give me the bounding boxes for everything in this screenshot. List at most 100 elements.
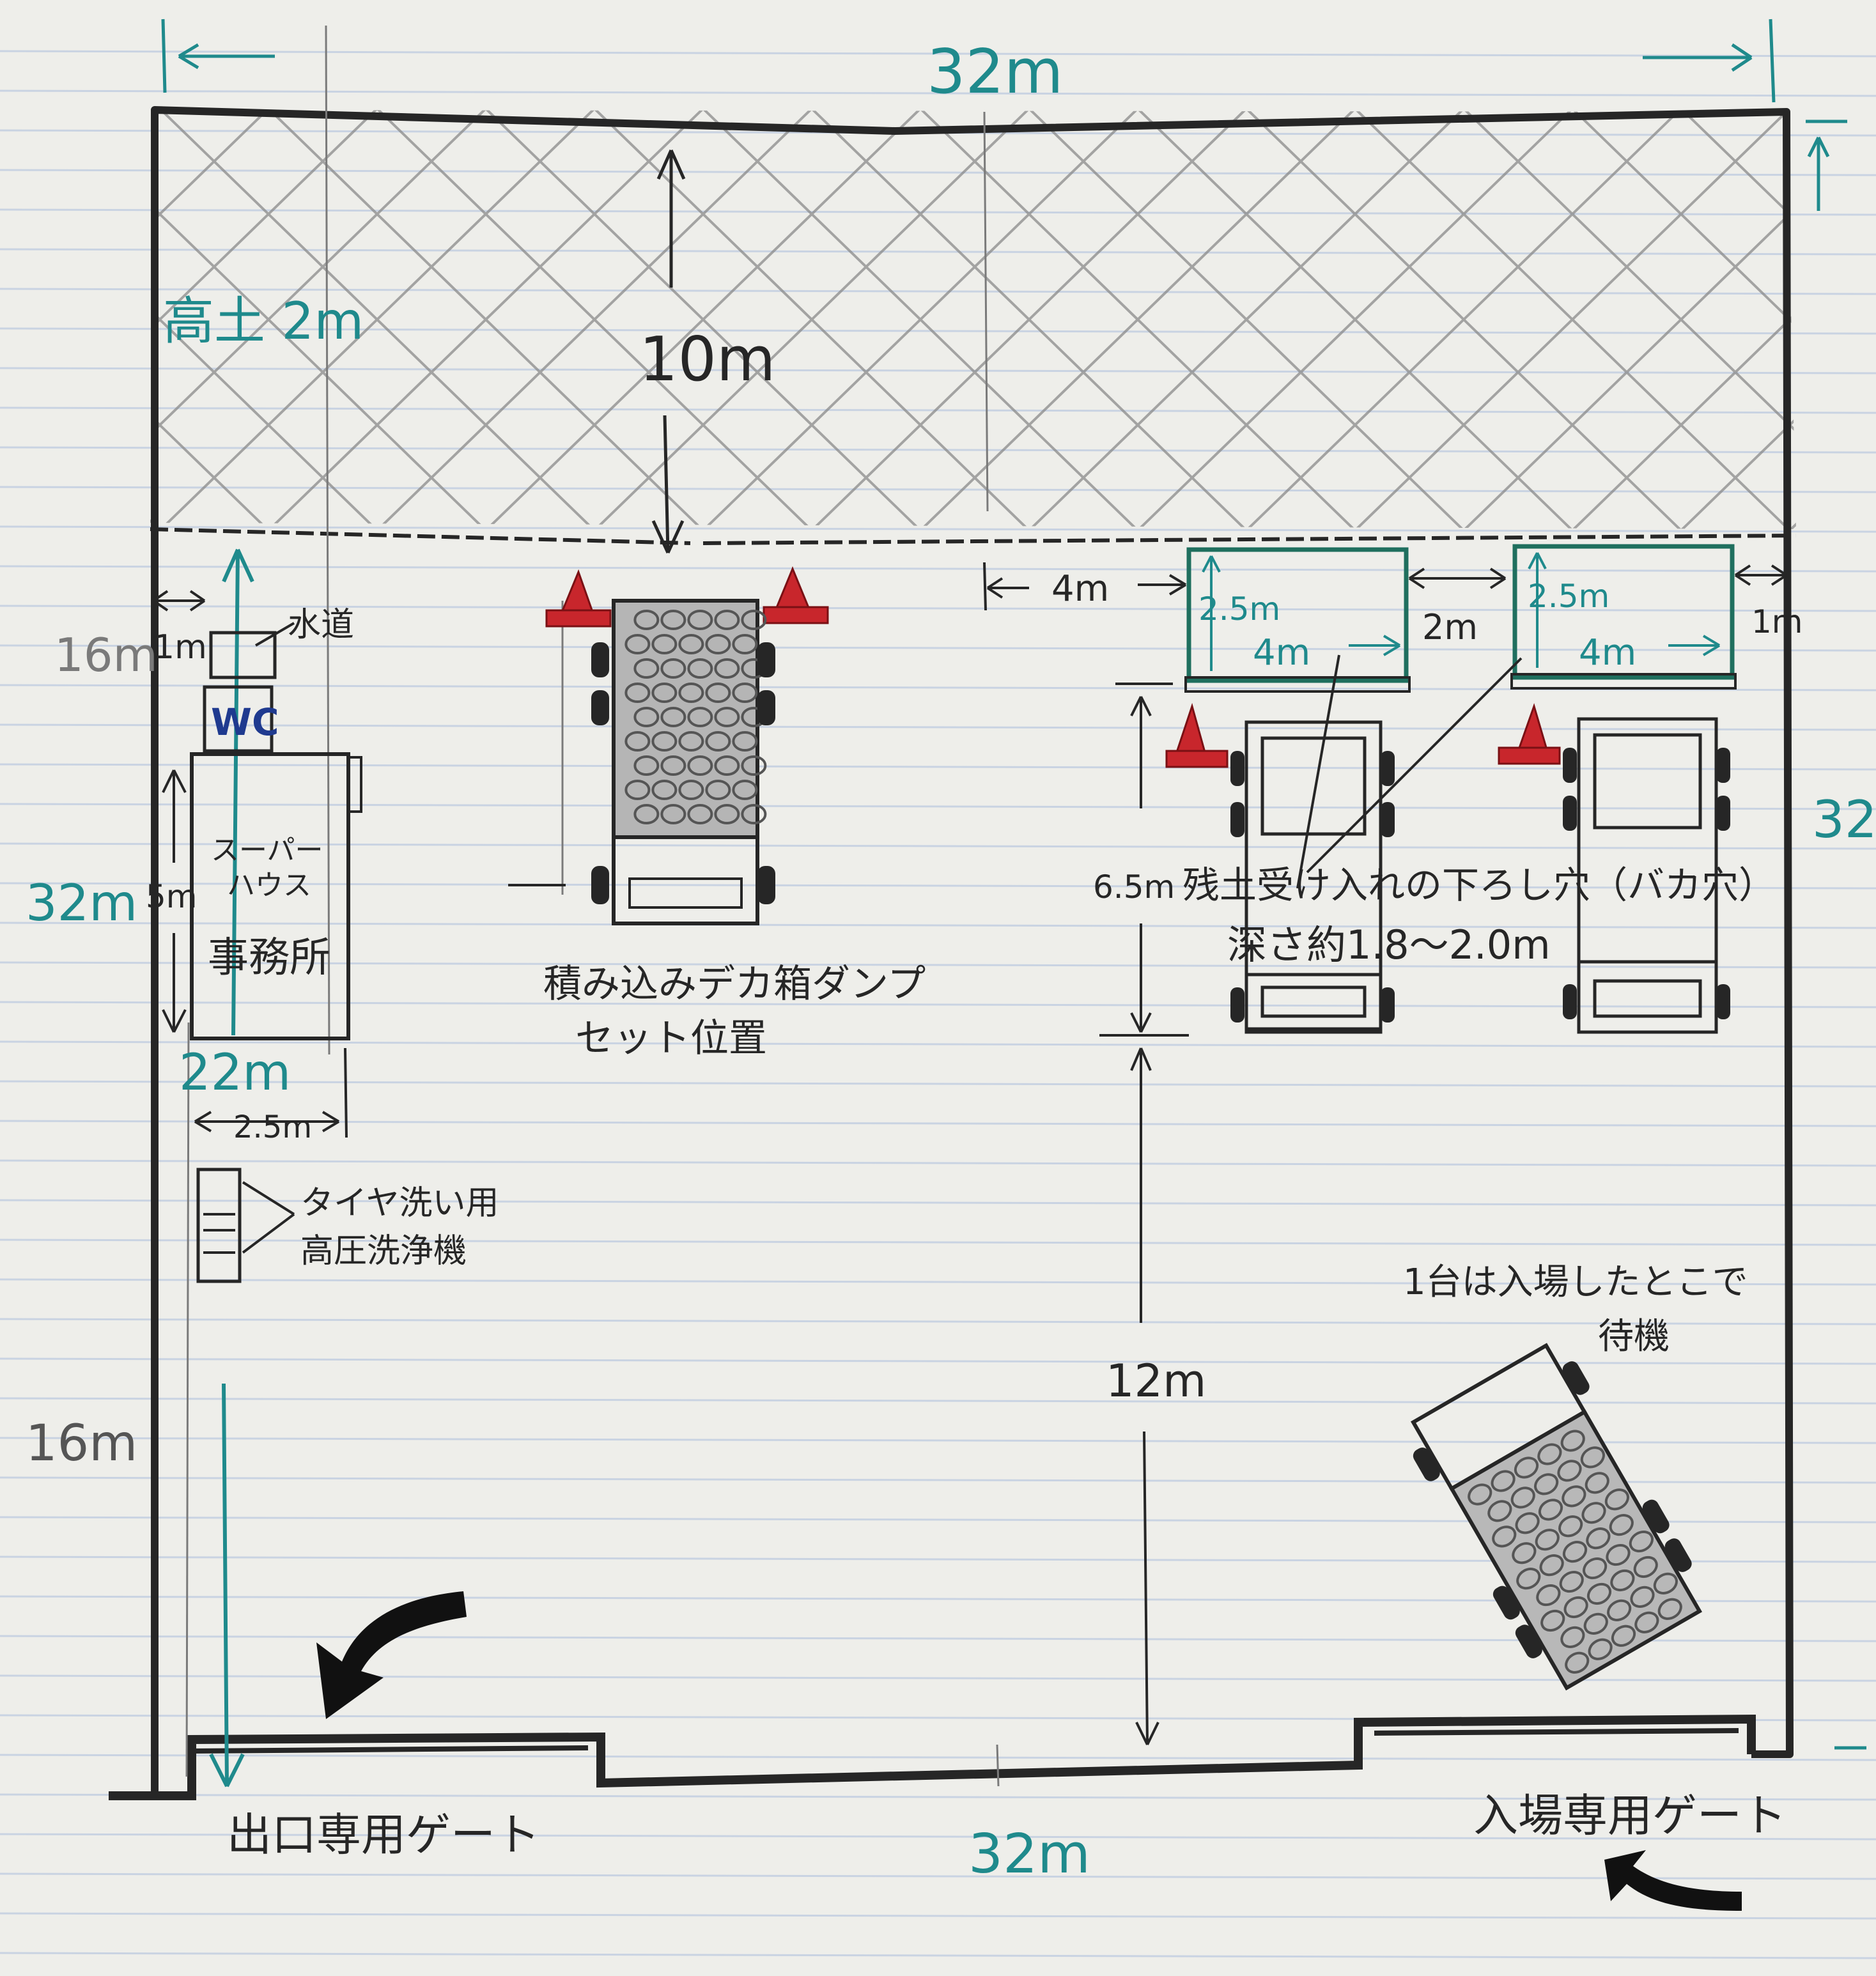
gravel-stone — [1610, 1569, 1635, 1592]
waiting-dump-truck — [1410, 1343, 1703, 1691]
hatch-line — [150, 110, 487, 529]
gravel-stone — [1560, 1430, 1585, 1452]
water-tap-pointer — [254, 622, 295, 647]
gravel-stone — [1583, 1612, 1608, 1635]
wc-box — [203, 685, 274, 753]
rule-line — [0, 446, 1876, 454]
pit-area-length-label: 6.5m — [1093, 868, 1175, 906]
bottom-wall — [109, 1714, 1756, 1800]
office-distance-label: 22m — [179, 1044, 291, 1102]
hatch-line — [267, 110, 704, 529]
rule-line — [0, 922, 1876, 929]
top-dimension-arrows — [161, 19, 1776, 103]
bottom-width-label: 32m — [968, 1823, 1090, 1886]
gravel-stone — [660, 804, 686, 824]
gravel-stone — [1491, 1470, 1516, 1492]
teal-vertical-arrow-lower — [209, 1383, 245, 1787]
gravel-stone — [633, 804, 660, 824]
pit-gap-arrows — [983, 562, 1788, 611]
gravel-stone — [1487, 1500, 1512, 1522]
dump-pit-1: 2.5m 4m — [1184, 547, 1411, 693]
rule-line — [0, 1159, 1876, 1167]
gravel-stone — [705, 683, 731, 703]
pit-area-length-arrow — [1099, 683, 1189, 1037]
gravel-stone — [1540, 1609, 1565, 1632]
gravel-stone — [660, 707, 686, 727]
gravel-stone — [660, 755, 686, 776]
embankment-height-label: 高土 2m — [163, 291, 364, 351]
rule-line — [0, 89, 1876, 97]
hatch-line — [1680, 110, 1796, 529]
gravel-stone — [633, 755, 660, 776]
hatch-line — [1028, 110, 1465, 529]
gravel-stone — [714, 658, 740, 679]
hatch-line — [1354, 110, 1791, 529]
gravel-stone — [732, 634, 758, 654]
pit-label-line2: 深さ約1.8～2.0m — [1227, 922, 1551, 968]
pit-callout-lines — [1296, 654, 1523, 889]
gravel-load — [624, 610, 767, 824]
hatch-line — [150, 110, 161, 529]
gravel-stone — [678, 731, 704, 752]
gravel-stone — [1611, 1625, 1636, 1647]
gravel-stone — [660, 610, 686, 630]
gravel-stone — [1588, 1638, 1613, 1660]
gravel-stone — [687, 804, 713, 824]
gravel-stone — [1512, 1542, 1537, 1564]
rule-line — [0, 486, 1876, 493]
gravel-stone — [633, 658, 660, 679]
gravel-stone — [1562, 1485, 1586, 1508]
washer-label-line1: タイヤ洗い用 — [300, 1184, 499, 1223]
gravel-stone — [705, 634, 731, 654]
hatch-line — [150, 110, 378, 529]
rule-line — [0, 367, 1876, 374]
rule-line — [0, 1318, 1876, 1325]
gravel-stone — [1583, 1557, 1608, 1580]
gravel-stone — [678, 780, 704, 800]
gravel-stone — [1634, 1611, 1659, 1633]
hatch-line — [159, 110, 596, 529]
gravel-stone — [1586, 1582, 1612, 1605]
entry-gate-label: 入場専用ゲート — [1473, 1789, 1787, 1842]
gravel-stone — [1657, 1598, 1682, 1620]
water-tap-box — [209, 631, 277, 679]
hatch-line — [1788, 110, 1796, 529]
washer-label-line2: 高圧洗浄機 — [300, 1232, 467, 1270]
rule-line — [0, 961, 1876, 969]
rule-line — [0, 1278, 1876, 1286]
pit-truck-2 — [1563, 717, 1730, 1034]
pit-1-depth: 2.5m — [1198, 590, 1280, 628]
gap-right-edge-label: 1m — [1751, 603, 1803, 640]
exit-gate — [191, 1745, 589, 1754]
rule-line — [0, 842, 1876, 850]
right-height-label: 32m — [1812, 790, 1876, 849]
office-door — [347, 756, 362, 813]
rule-line — [0, 605, 1876, 612]
gravel-stone — [624, 731, 651, 752]
gravel-stone — [732, 780, 758, 800]
gap-between-pits-label: 2m — [1422, 607, 1478, 647]
office-length-label: 5m — [146, 878, 198, 915]
gap-to-pit-label: 4m — [1051, 568, 1109, 610]
gravel-stone — [1516, 1568, 1541, 1590]
guide-lines — [185, 25, 1000, 1787]
gravel-stone — [651, 683, 678, 703]
gravel-stone — [1585, 1472, 1609, 1494]
left-lower-16m: 16m — [26, 1415, 137, 1472]
gravel-stone — [678, 683, 704, 703]
gravel-stone — [624, 780, 651, 800]
hatch-line — [485, 110, 922, 529]
gravel-stone — [1630, 1586, 1655, 1608]
gravel-stone — [705, 780, 731, 800]
gravel-stone — [705, 731, 731, 752]
hatch-line — [1245, 110, 1682, 529]
rule-line — [0, 169, 1876, 176]
entry-gate — [1374, 1728, 1739, 1736]
hatch-line — [810, 110, 1248, 529]
gravel-stone — [714, 610, 740, 630]
office-length-arrow — [162, 769, 187, 1033]
tire-washer — [196, 1168, 242, 1283]
rule-line — [0, 1080, 1876, 1088]
teal-vertical-arrow-upper — [222, 548, 254, 1036]
hatch-line — [1462, 110, 1796, 529]
